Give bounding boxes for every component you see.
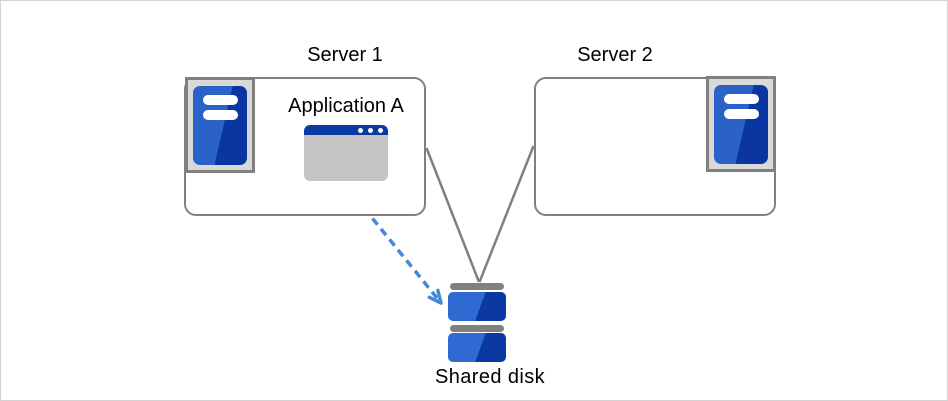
connector-server2-disk bbox=[478, 145, 535, 283]
window-dot-icon bbox=[357, 127, 363, 133]
arrow-head-icon bbox=[427, 288, 443, 305]
connector-server1-disk bbox=[425, 147, 481, 283]
application-window-icon bbox=[304, 125, 388, 181]
application-to-disk-dashed-arrow bbox=[345, 185, 439, 300]
server-icon-chassis bbox=[714, 85, 768, 164]
disk-cap-icon bbox=[450, 283, 504, 290]
shared-disk-label: Shared disk bbox=[434, 366, 545, 388]
server-slot-icon bbox=[724, 94, 759, 104]
server-slot-icon bbox=[203, 110, 238, 120]
server-slot-icon bbox=[724, 109, 759, 119]
disk-unit-icon bbox=[448, 333, 506, 362]
window-dot-icon bbox=[367, 127, 373, 133]
window-dot-icon bbox=[377, 127, 383, 133]
application-label: Application A bbox=[288, 95, 404, 117]
server1-tower-icon bbox=[185, 77, 255, 173]
shared-disk-icon bbox=[448, 283, 506, 362]
disk-unit-icon bbox=[448, 292, 506, 321]
server2-tower-icon bbox=[706, 76, 776, 172]
server-icon-chassis bbox=[193, 86, 247, 165]
disk-cap-icon bbox=[450, 325, 504, 332]
server1-label: Server 1 bbox=[307, 44, 383, 66]
window-titlebar bbox=[304, 125, 388, 135]
server-slot-icon bbox=[203, 95, 238, 105]
server2-label: Server 2 bbox=[577, 44, 653, 66]
